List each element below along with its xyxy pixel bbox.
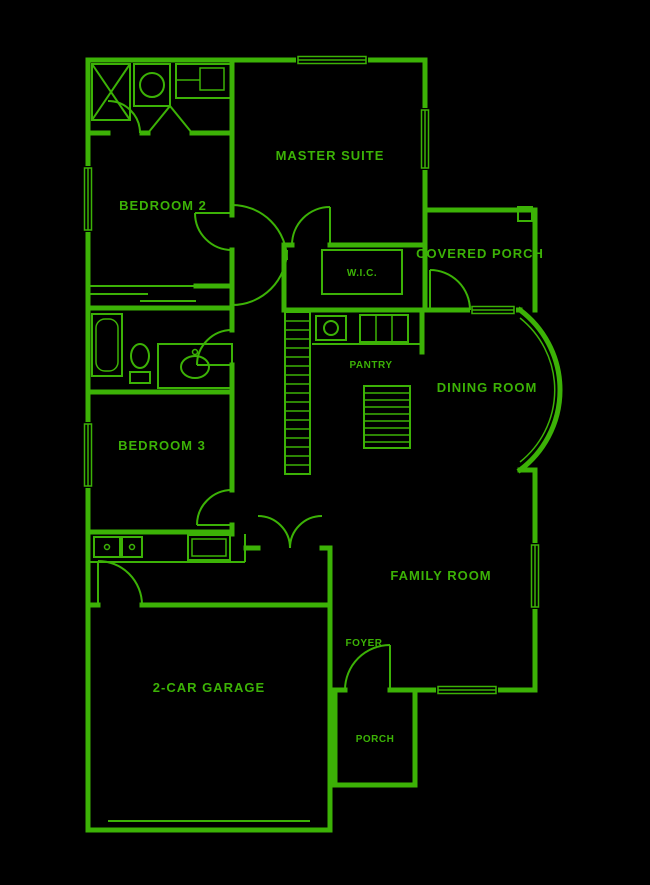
room-label-family-room: FAMILY ROOM: [390, 568, 491, 583]
bay-window-glazing: [519, 317, 556, 463]
porch-post: [517, 206, 533, 222]
range-fixture: [359, 314, 409, 343]
window-family-right: [529, 543, 541, 609]
window-bedroom2-left: [82, 166, 94, 232]
washer-fixture: [91, 63, 131, 121]
door-garage-entry: [97, 560, 143, 606]
window-symbols: [82, 54, 556, 696]
room-labels: MASTER SUITE BEDROOM 2 COVERED PORCH W.I…: [118, 148, 544, 745]
door-master-double: [231, 204, 288, 306]
room-label-master-suite: MASTER SUITE: [276, 148, 385, 163]
window-master-top: [296, 54, 368, 66]
closet-slider-fixture: [88, 285, 196, 302]
door-bath: [196, 329, 233, 366]
window-family-bottom: [436, 684, 498, 696]
tub-fixture: [91, 313, 123, 377]
kitchen-sink-fixture: [315, 315, 347, 341]
door-wic: [291, 206, 331, 246]
pantry-shelves-fixture: [363, 385, 411, 449]
door-covered-porch: [429, 269, 471, 311]
lower-counter-fixture: [88, 534, 246, 563]
room-label-pantry: PANTRY: [350, 360, 393, 371]
wic-shelf-fixture: [321, 249, 403, 295]
stairs-fixture: [284, 311, 311, 475]
dryer-fixture: [133, 63, 171, 107]
double-sink-fixture: [93, 536, 143, 558]
room-label-foyer: FOYER: [346, 638, 383, 649]
bay-window-wall: [516, 306, 563, 474]
room-label-wic: W.I.C.: [347, 268, 377, 279]
window-dining-porch: [470, 304, 516, 316]
room-label-bedroom-2: BEDROOM 2: [119, 198, 207, 213]
room-label-dining-room: DINING ROOM: [437, 380, 538, 395]
room-label-porch: PORCH: [356, 734, 395, 745]
window-master-right: [419, 108, 431, 170]
fixtures: [88, 63, 533, 822]
window-bedroom3-left: [82, 422, 94, 488]
door-utility-bifold: [147, 104, 193, 134]
vanity-sink-fixture: [157, 343, 233, 389]
room-label-bedroom-3: BEDROOM 3: [118, 438, 206, 453]
door-bedroom3: [196, 489, 233, 526]
room-label-covered-porch: COVERED PORCH: [416, 246, 544, 261]
room-label-garage: 2-CAR GARAGE: [153, 680, 265, 695]
dishwasher-fixture: [187, 534, 231, 561]
door-hall-closet-double: [257, 515, 323, 549]
door-bedroom2: [194, 212, 233, 251]
toilet-fixture: [129, 343, 151, 384]
utility-shelf-fixture: [175, 63, 233, 99]
door-front-entry: [344, 644, 391, 691]
